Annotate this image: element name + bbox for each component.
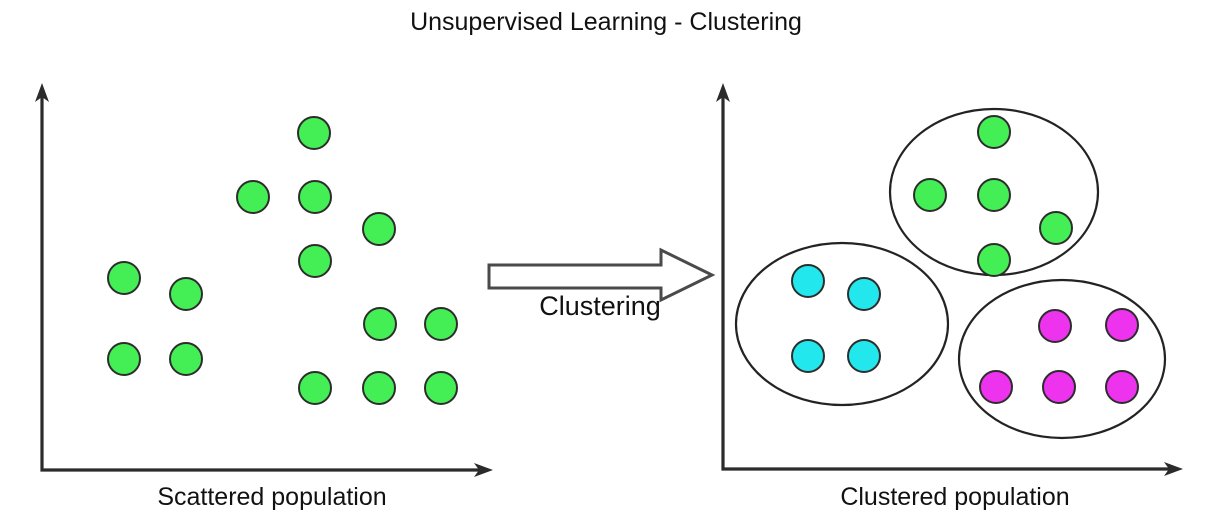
data-point — [1105, 370, 1139, 404]
panel-clustered: Clustered population — [716, 83, 1183, 511]
data-point — [362, 212, 396, 246]
clustering-transition: Clustering — [487, 247, 716, 321]
data-point — [791, 264, 825, 298]
data-point — [424, 371, 458, 405]
data-point — [977, 115, 1011, 149]
axes-scattered — [35, 83, 493, 477]
data-point — [107, 261, 141, 295]
caption-clustered-population: Clustered population — [840, 483, 1069, 511]
data-point — [362, 371, 396, 405]
data-point — [977, 178, 1011, 212]
data-point — [913, 178, 947, 212]
data-point — [107, 342, 141, 376]
cluster-boundary-magenta — [957, 278, 1167, 440]
data-point — [363, 307, 397, 341]
data-point — [298, 244, 332, 278]
data-point — [791, 339, 825, 373]
data-point — [169, 342, 203, 376]
y-axis-arrowhead — [716, 83, 730, 102]
cluster-points-magenta — [979, 308, 1139, 404]
x-axis-arrowhead — [1164, 462, 1183, 476]
x-axis-arrowhead — [474, 463, 493, 477]
data-point — [298, 180, 332, 214]
y-axis-arrowhead — [35, 83, 49, 102]
data-point — [169, 277, 203, 311]
panel-scattered: Scattered population — [35, 83, 493, 511]
axis-lines — [721, 96, 1170, 471]
data-point — [847, 277, 881, 311]
data-point — [1039, 211, 1073, 245]
data-point — [1105, 308, 1139, 342]
axis-lines — [40, 96, 480, 472]
arrow-label-clustering: Clustering — [539, 291, 661, 321]
data-point — [1038, 309, 1072, 343]
data-point — [847, 339, 881, 373]
data-point — [977, 243, 1011, 277]
axes-clustered — [716, 83, 1183, 476]
cluster-boundary-cyan — [734, 241, 950, 407]
cluster-points-cyan — [791, 264, 881, 373]
scatter-points-scattered — [107, 116, 458, 405]
data-point — [297, 116, 331, 150]
data-point — [298, 371, 332, 405]
caption-scattered-population: Scattered population — [157, 483, 386, 511]
data-point — [236, 180, 270, 214]
data-point — [424, 307, 458, 341]
page-title: Unsupervised Learning - Clustering — [410, 8, 802, 36]
right-arrow-icon — [487, 247, 716, 303]
data-point — [979, 370, 1013, 404]
data-point — [1042, 370, 1076, 404]
cluster-points-green — [913, 115, 1073, 277]
